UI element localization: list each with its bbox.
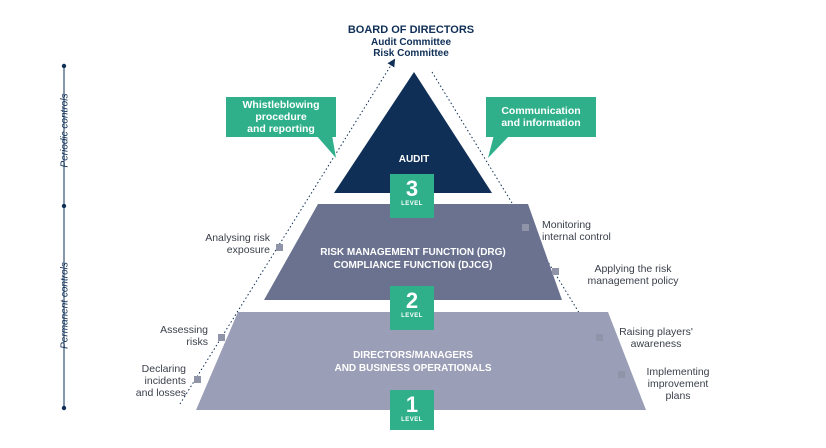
level-2-number: 2 (405, 288, 419, 313)
marker-implementing-plans (618, 371, 625, 378)
level-1-number: 1 (405, 392, 419, 417)
marker-monitoring (522, 224, 529, 231)
level-1-badge: 1 LEVEL (390, 390, 434, 430)
annotation-raising-awareness: Raising players' awareness (619, 326, 693, 350)
marker-raising-awareness (596, 334, 603, 341)
callout-left-pointer (316, 135, 336, 158)
annotation-implementing-plans: Implementing improvement plans (646, 366, 710, 402)
left-dotted-arrow (179, 58, 396, 405)
board-title: BOARD OF DIRECTORS (347, 24, 475, 36)
board-header: BOARD OF DIRECTORS Audit Committee Risk … (300, 24, 522, 59)
tier-audit-shape (334, 72, 492, 193)
annotation-applying-policy: Applying the risk management policy (587, 263, 679, 287)
tier-operations-shape (196, 312, 646, 410)
tier-risk-title: RISK MANAGEMENT FUNCTION (DRG) COMPLIANC… (320, 247, 506, 271)
tier-audit-title: AUDIT (398, 154, 430, 165)
timeline-dot-mid (61, 203, 67, 209)
periodic-controls-label: Periodic controls (59, 93, 71, 168)
marker-declaring-incidents (194, 376, 201, 383)
level-2-word: LEVEL (401, 313, 423, 319)
timeline-dot-bottom (61, 405, 67, 411)
communication-callout: Communication and information (486, 97, 596, 137)
marker-applying-policy (552, 268, 559, 275)
tier-operations-title: DIRECTORS/MANAGERS AND BUSINESS OPERATIO… (334, 350, 492, 374)
right-dotted-arrow (431, 71, 639, 410)
whistleblowing-callout: Whistleblowing procedure and reporting (226, 97, 336, 137)
marker-assessing-risks (218, 334, 225, 341)
level-3-badge: 3 LEVEL (390, 174, 434, 218)
annotation-assessing-risks: Assessing risks (160, 324, 208, 348)
level-2-badge: 2 LEVEL (390, 286, 434, 330)
level-1-word: LEVEL (401, 417, 423, 423)
marker-analysing-risk (276, 244, 283, 251)
permanent-controls-label: Permanent controls (59, 262, 71, 349)
level-3-number: 3 (405, 176, 419, 201)
level-3-word: LEVEL (401, 201, 423, 207)
audit-committee-label: Audit Committee (371, 37, 451, 48)
annotation-analysing-risk: Analysing risk exposure (205, 232, 270, 256)
annotation-monitoring: Monitoring internal control (542, 219, 611, 243)
tier-risk-shape (264, 204, 562, 300)
callout-right-pointer (488, 135, 510, 158)
timeline-dot-top (61, 63, 67, 69)
annotation-declaring-incidents: Declaring incidents and losses (135, 363, 186, 399)
risk-committee-label: Risk Committee (373, 48, 449, 59)
